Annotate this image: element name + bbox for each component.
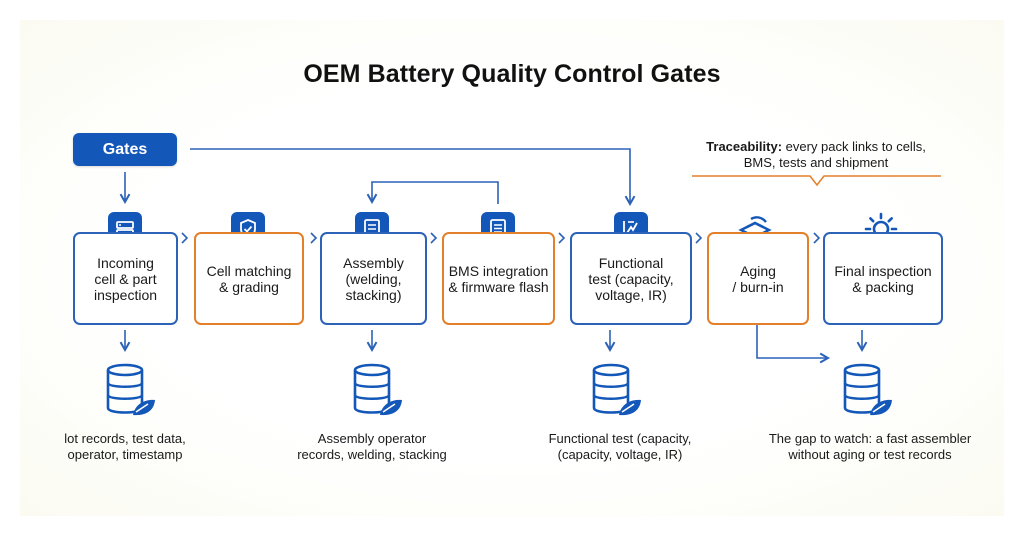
stage-6-line-2: / burn-in xyxy=(732,278,784,295)
record-1-line-1: lot records, test data, xyxy=(64,431,186,446)
stage-1-line-2: cell & part xyxy=(94,270,157,287)
traceability-line1: every pack links to cells, xyxy=(785,139,926,154)
stage-2-line-2: & grading xyxy=(219,278,279,295)
bms-to-assembly-loop xyxy=(366,181,499,205)
record-caption-2: Assembly operator records, welding, stac… xyxy=(282,431,462,463)
stage-7-line-1: Final inspection xyxy=(834,262,932,279)
stage-3-line-2: (welding, xyxy=(345,270,402,287)
stage-assembly: Assembly(welding,stacking) xyxy=(320,232,427,325)
database-icon xyxy=(106,363,155,416)
database-icon xyxy=(843,363,892,416)
stage-5-line-2: test (capacity, xyxy=(588,270,674,287)
database-icon xyxy=(592,363,641,416)
stage-7-line-2: & packing xyxy=(852,278,914,295)
stage-aging: Aging/ burn-in xyxy=(707,232,809,325)
stage-1-line-3: inspection xyxy=(93,286,158,303)
traceability-note: Traceability: every pack links to cells,… xyxy=(690,139,942,171)
stage-5-line-3: voltage, IR) xyxy=(595,286,667,303)
aging-to-final-line xyxy=(756,325,831,364)
stage-1-line-1: Incoming xyxy=(97,254,154,271)
stage-4-line-2: & firmware flash xyxy=(448,278,549,295)
stage-2-line-1: Cell matching xyxy=(206,262,292,279)
record-4-line-1: The gap to watch: a fast assembler xyxy=(768,431,972,446)
record-2-line-1: Assembly operator xyxy=(317,431,427,446)
database-icon xyxy=(353,363,402,416)
traceability-bracket xyxy=(692,175,941,187)
stage-3-line-1: Assembly xyxy=(343,254,404,271)
record-4-line-2: without aging or test records xyxy=(788,447,952,462)
record-caption-3: Functional test (capacity, (capacity, vo… xyxy=(520,431,720,463)
stage-5-line-1: Functional xyxy=(598,254,664,271)
stage-cell-matching: Cell matching& grading xyxy=(194,232,304,325)
record-3-line-1: Functional test (capacity, xyxy=(548,431,692,446)
stage-bms-integration: BMS integration& firmware flash xyxy=(442,232,555,325)
stage-final-inspection: Final inspection& packing xyxy=(823,232,943,325)
record-caption-4: The gap to watch: a fast assembler witho… xyxy=(740,431,1000,463)
page-title: OEM Battery Quality Control Gates xyxy=(303,60,721,88)
record-3-line-2: (capacity, voltage, IR) xyxy=(557,447,683,462)
record-2-line-2: records, welding, stacking xyxy=(297,447,447,462)
traceability-label: Traceability: xyxy=(706,139,783,154)
stage-3-line-3: stacking) xyxy=(345,286,402,303)
chevrons xyxy=(181,232,821,244)
traceability-line2: BMS, tests and shipment xyxy=(743,155,889,170)
record-caption-1: lot records, test data, operator, timest… xyxy=(30,431,220,463)
gates-button[interactable]: Gates xyxy=(73,133,177,166)
gates-to-functional-line xyxy=(190,148,636,207)
stage-4-line-1: BMS integration xyxy=(448,262,549,279)
stage-6-line-1: Aging xyxy=(740,262,776,279)
record-1-line-2: operator, timestamp xyxy=(67,447,183,462)
